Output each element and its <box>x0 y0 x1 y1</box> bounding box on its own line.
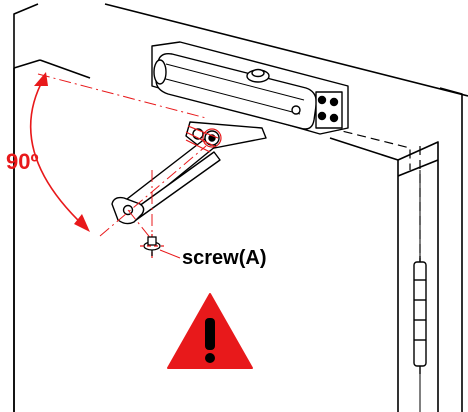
angle-label: 90º <box>6 149 39 174</box>
frame-dashed-line <box>329 127 421 300</box>
screw-leader-line <box>159 249 181 259</box>
arm-red-highlights <box>185 125 222 153</box>
screw-icon <box>140 234 164 260</box>
door-closer-body <box>151 41 349 135</box>
screw-label: screw(A) <box>182 247 266 269</box>
door-face <box>13 59 91 412</box>
closer-arm <box>111 121 267 225</box>
hinge-icon <box>413 256 427 374</box>
construction-lines <box>37 73 207 241</box>
warning-triangle-icon <box>167 293 253 369</box>
angle-arc-90 <box>29 72 90 232</box>
